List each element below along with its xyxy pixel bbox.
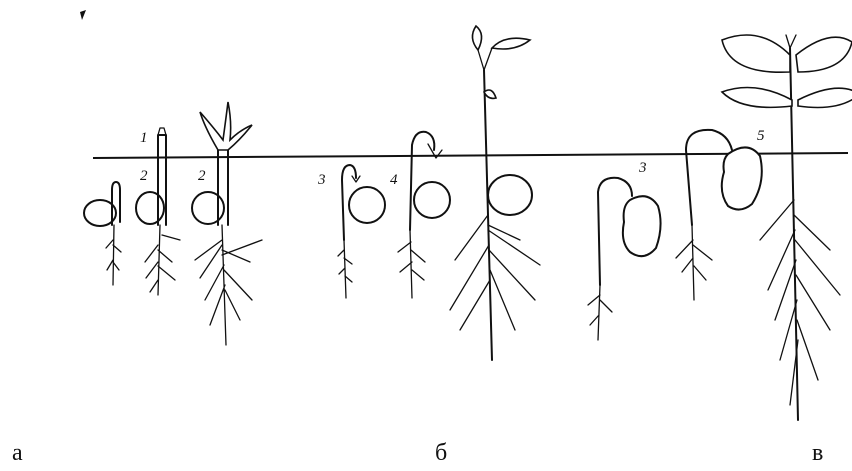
- panel-label-c: в: [812, 440, 823, 467]
- seedling-c3: [722, 35, 852, 420]
- part-number-5: 5: [757, 128, 765, 145]
- part-number-3: 3: [318, 172, 326, 189]
- seedling-b1: [338, 165, 385, 298]
- part-number-4: 4: [390, 172, 398, 189]
- panel-label-b: б: [435, 440, 447, 467]
- part-number-2: 2: [198, 168, 206, 185]
- seedling-c2: [676, 130, 762, 300]
- seedling-b3: [450, 26, 540, 360]
- seedling-c1: [588, 178, 661, 340]
- part-number-1: 1: [140, 130, 148, 147]
- seedling-a2: [136, 128, 180, 295]
- panel-label-a: а: [12, 440, 23, 467]
- part-number-2: 2: [140, 168, 148, 185]
- corner-mark: [80, 10, 86, 20]
- part-number-3: 3: [639, 160, 647, 177]
- seedling-a1: [84, 182, 121, 285]
- seedling-a3: [192, 102, 262, 345]
